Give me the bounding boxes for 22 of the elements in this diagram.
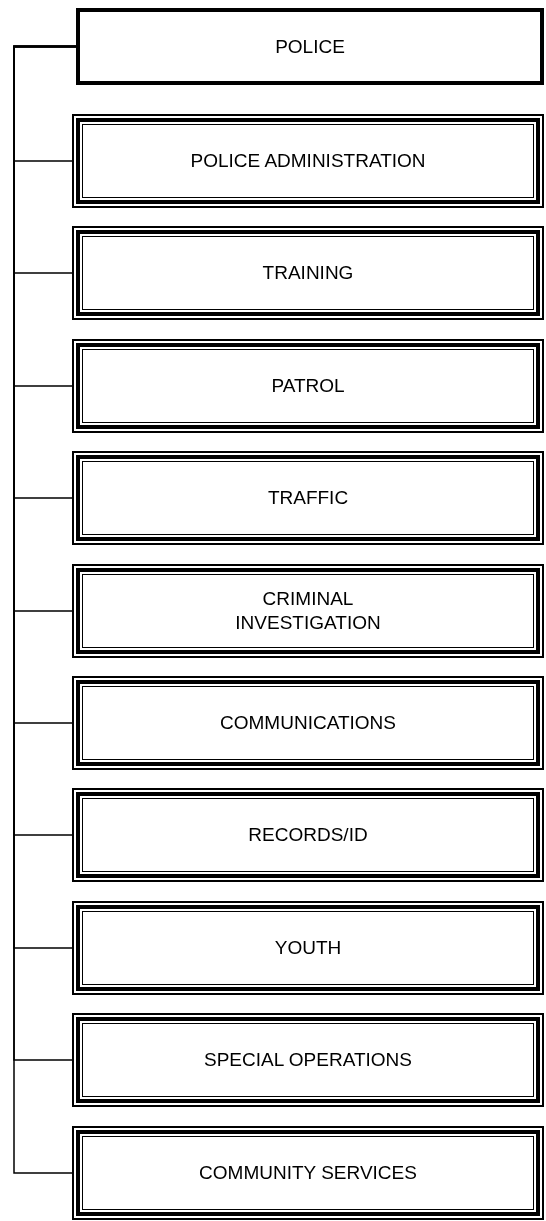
division-box <box>72 788 544 882</box>
box-label: SPECIAL OPERATIONS <box>204 1048 412 1072</box>
box-label: POLICE ADMINISTRATION <box>190 149 426 173</box>
division-box <box>72 564 544 658</box>
box-label: TRAINING <box>262 261 354 285</box>
box-label: COMMUNITY SERVICES <box>199 1161 417 1185</box>
division-box <box>72 451 544 545</box>
division-box <box>72 114 544 208</box>
division-box <box>72 339 544 433</box>
division-box <box>72 226 544 320</box>
division-box <box>72 1013 544 1107</box>
box-label: POLICE <box>275 34 345 59</box>
division-box <box>72 901 544 995</box>
division-box <box>72 676 544 770</box>
box-label: PATROL <box>271 374 345 398</box>
division-box <box>72 1126 544 1220</box>
box-label: CRIMINAL INVESTIGATION <box>234 587 382 635</box>
box-label: YOUTH <box>274 936 342 960</box>
box-label: TRAFFIC <box>267 486 349 510</box>
box-label: RECORDS/ID <box>248 823 368 847</box>
box-label: COMMUNICATIONS <box>220 711 396 735</box>
department-box <box>76 8 544 85</box>
